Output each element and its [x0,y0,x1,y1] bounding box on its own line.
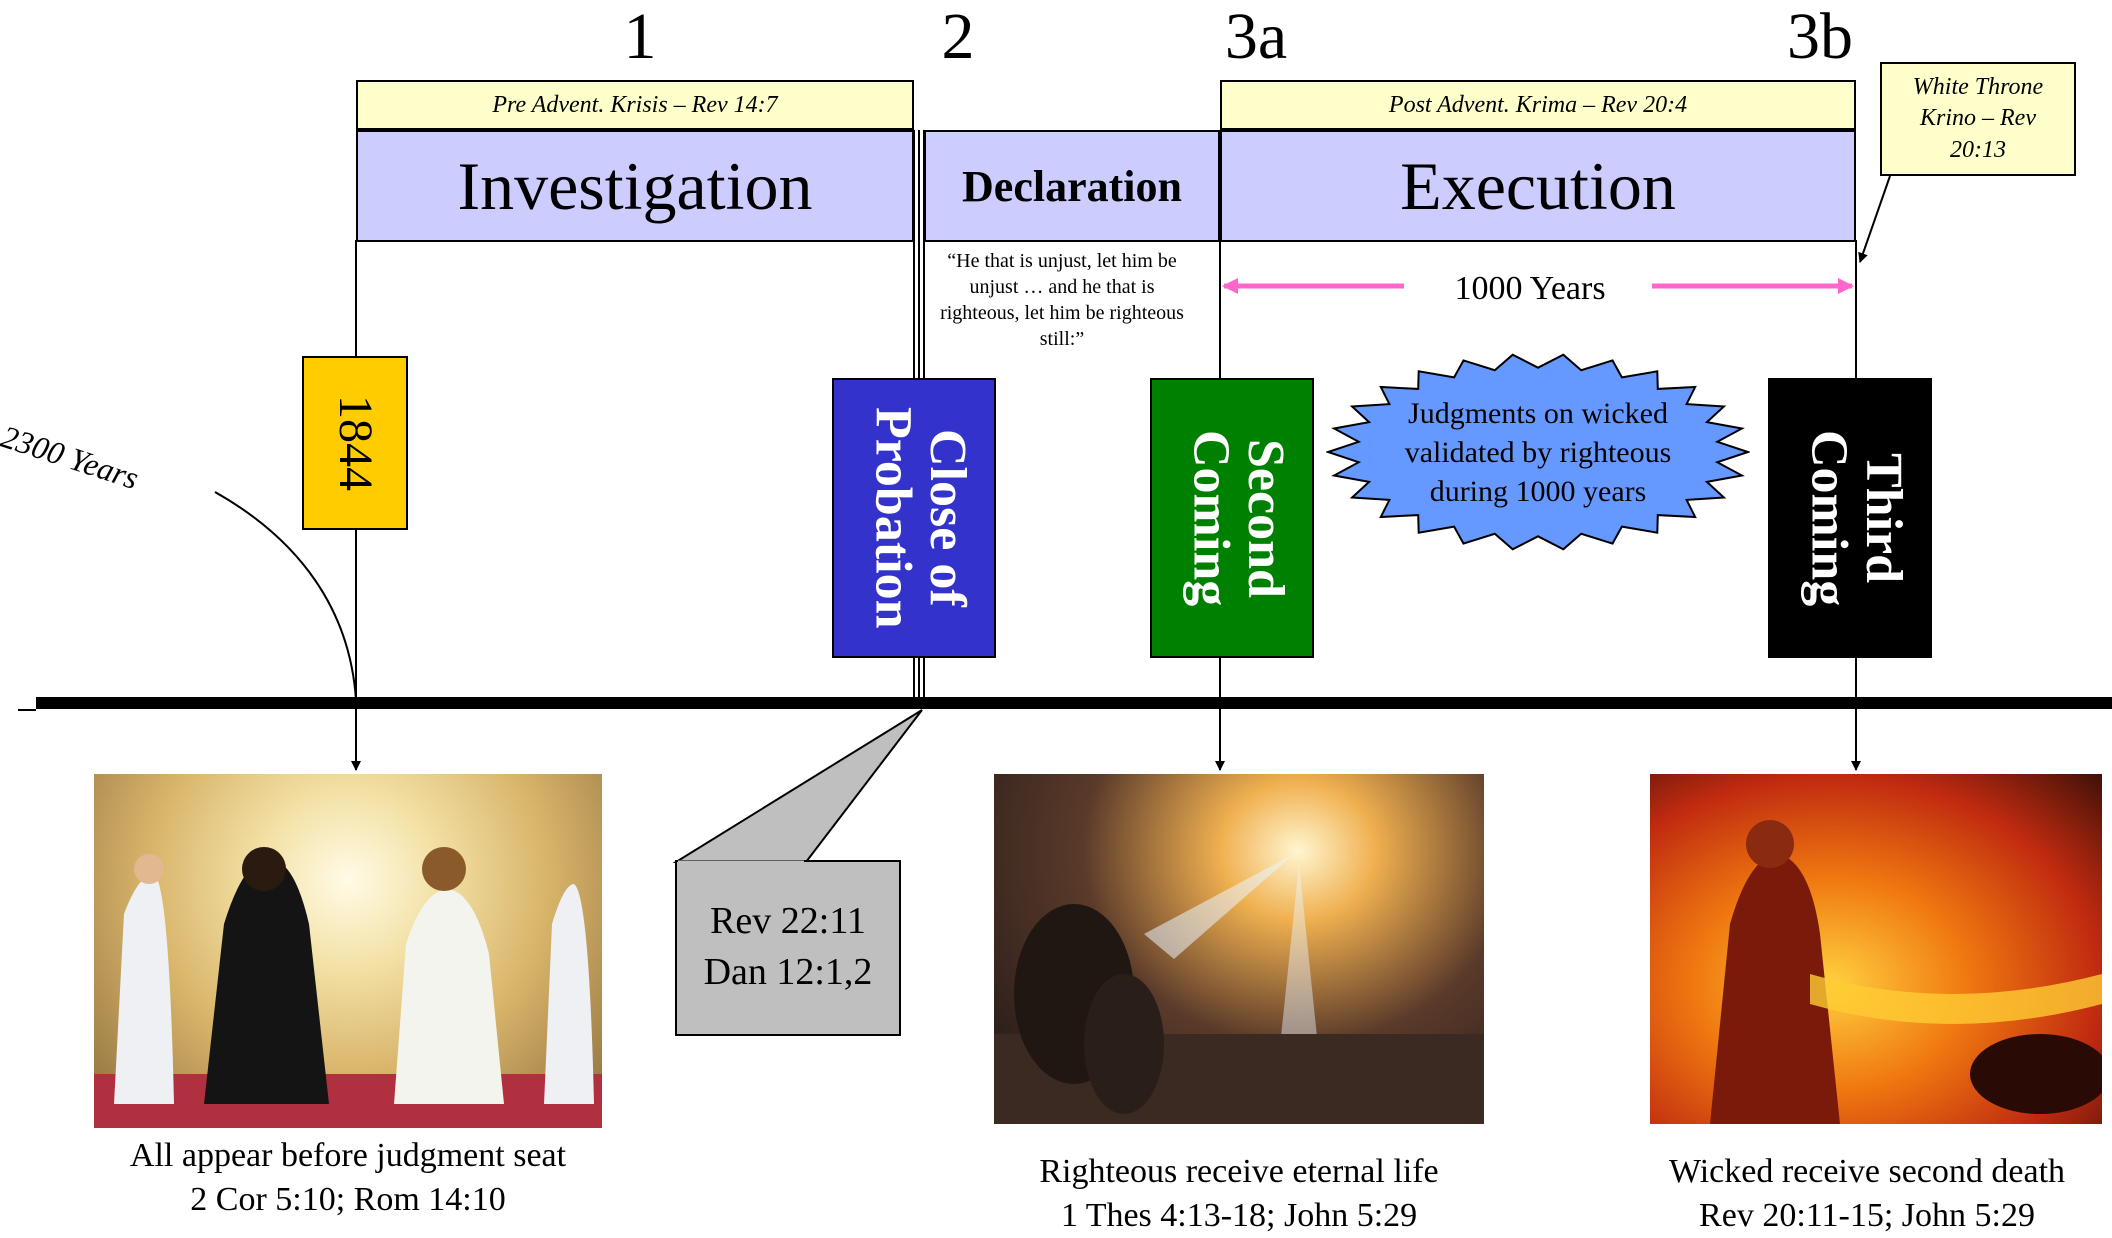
judgment-caption: All appear before judgment seat 2 Cor 5:… [94,1134,602,1222]
righteous-caption: Righteous receive eternal life 1 Thes 4:… [979,1150,1499,1238]
judgment-burst-shape [1326,353,1750,551]
white-throne-header: White Throne Krino – Rev 20:13 [1880,62,2076,176]
second-death-scene [1710,820,2102,1124]
phase-number-2: 2 [941,0,975,73]
close-of-probation-label: Close of Probation [864,407,976,629]
callout-line-2: Dan 12:1,2 [703,951,873,994]
righteous-caption-line-1: Righteous receive eternal life [1039,1153,1439,1190]
year-1844-box: 1844 [302,356,408,530]
second-coming-box: Second Coming [1150,378,1314,658]
burst-text: Judgments on wicked validated by righteo… [1404,397,1672,508]
second-death-image [1650,774,2102,1124]
reference-callout: Rev 22:11 Dan 12:1,2 [676,896,900,999]
declaration-bar: Declaration [924,130,1220,242]
phase-number-1: 1 [623,0,657,73]
second-coming-scene [994,854,1484,1124]
execution-bar: Execution [1220,130,1856,242]
wicked-caption-line-1: Wicked receive second death [1668,1153,2066,1190]
declaration-quote: “He that is unjust, let him be unjust … … [940,250,1184,350]
post-advent-header: Post Advent. Krima – Rev 20:4 [1220,80,1856,130]
judgment-caption-line-1: All appear before judgment seat [129,1137,567,1174]
third-coming-box: Third Coming [1768,378,1932,658]
pre-advent-header: Pre Advent. Krisis – Rev 14:7 [356,80,914,130]
year-1844-label: 1844 [329,395,383,491]
thousand-years-label: 1000 Years [1454,270,1606,307]
righteous-caption-line-2: 1 Thes 4:13-18; John 5:29 [1060,1197,1418,1235]
callout-line-1: Rev 22:11 [710,900,866,942]
judgment-scene-figures [94,847,602,1128]
wicked-caption: Wicked receive second death Rev 20:11-15… [1626,1150,2108,1238]
judgment-seat-image [94,774,602,1128]
wicked-caption-line-2: Rev 20:11-15; John 5:29 [1699,1197,2035,1235]
second-coming-label: Second Coming [1182,429,1294,607]
second-coming-image [994,774,1484,1124]
phase-number-3a: 3a [1224,0,1288,73]
phase-number-3b: 3b [1787,0,1853,73]
judgment-caption-line-2: 2 Cor 5:10; Rom 14:10 [190,1181,506,1219]
investigation-bar: Investigation [356,130,914,242]
close-of-probation-box: Close of Probation [832,378,996,658]
third-coming-label: Third Coming [1800,429,1912,607]
